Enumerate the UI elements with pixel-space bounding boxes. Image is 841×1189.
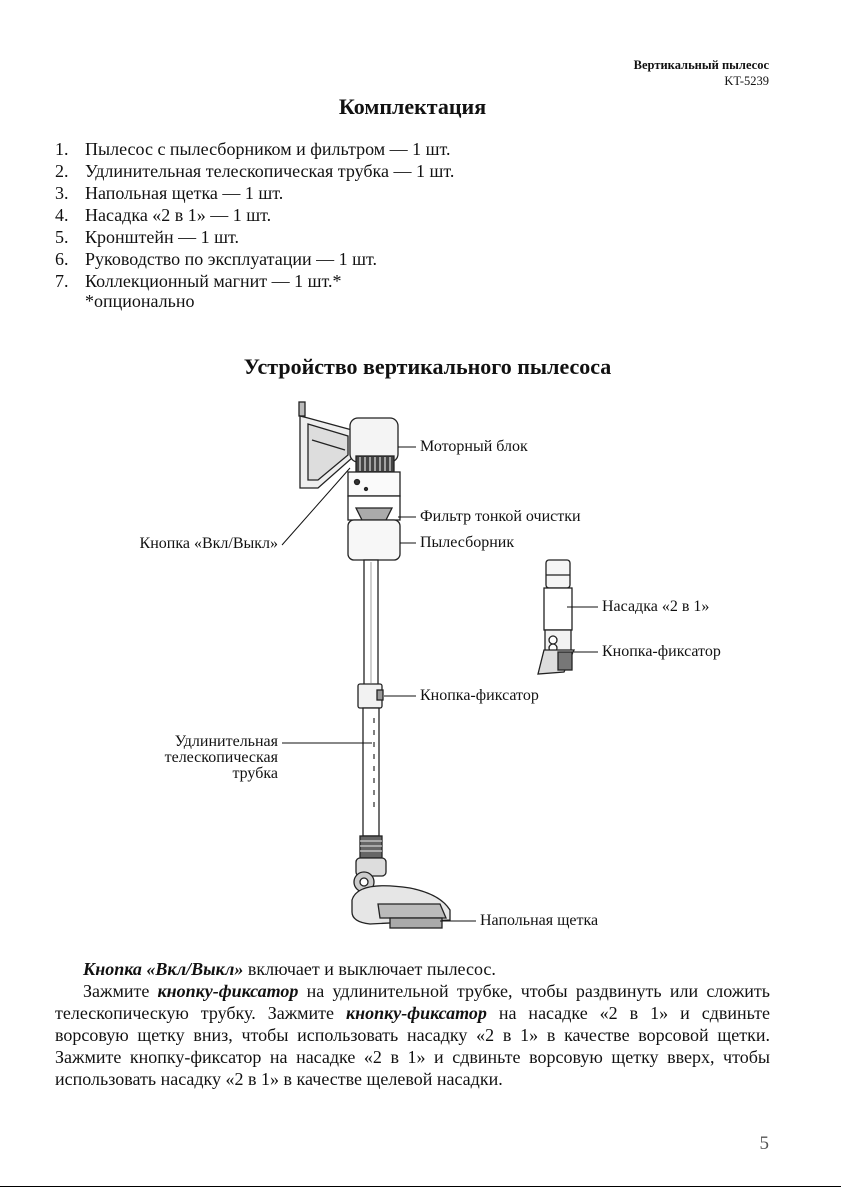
tube-lock [357,683,384,709]
nozzle-2in1 [537,559,576,675]
section-title-device: Устройство вертикального пылесоса [243,354,612,379]
list-item-number: 5. [55,227,69,247]
paragraph-locks: Зажмите кнопку-фиксатор на удлинительной… [55,980,770,1090]
floor-brush [351,835,451,929]
contents-list: 1. Пылесос с пылесборником и фильтром — 1… [55,138,454,292]
label-power-button: Кнопка «Вкл/Выкл» [139,535,278,552]
list-item-text: Пылесос с пылесборником и фильтром — 1 ш… [85,139,451,159]
list-item-number: 4. [55,205,69,225]
emphasis-lock-button: кнопку-фиксатор [157,981,299,1001]
optional-note: *опционально [85,291,195,311]
list-item: 4. Насадка «2 в 1» — 1 шт. [55,204,454,226]
list-item-text: Руководство по эксплуатации — 1 шт. [85,249,377,269]
leader-lines [281,446,598,922]
label-motor-unit: Моторный блок [420,438,528,455]
emphasis-lock-button: кнопку-фиксатор [346,1003,487,1023]
label-floor-brush: Напольная щетка [480,912,599,929]
list-item: 2. Удлинительная телескопическая трубка —… [55,160,454,182]
dust-container [347,519,401,561]
page-number: 5 [759,1133,770,1154]
list-item-text: Насадка «2 в 1» — 1 шт. [85,205,272,225]
bottom-rule [0,1186,841,1187]
list-item-number: 2. [55,161,69,181]
list-item-text: Удлинительная телескопическая трубка — 1… [85,161,455,181]
list-item-number: 3. [55,183,69,203]
paragraph-text: Зажмите [83,981,158,1001]
header-model: KT-5239 [724,74,769,88]
list-item-text: Кронштейн — 1 шт. [85,227,239,247]
list-item: 7. Коллекционный магнит — 1 шт.* [55,270,454,292]
filter [347,495,401,521]
emphasis-power-button: Кнопка «Вкл/Выкл» [83,959,244,979]
telescopic-tube [362,707,380,837]
list-item-number: 6. [55,249,69,269]
paragraph-text: на насадке «2 в 1» и сдвиньте ворсовую щ… [55,1003,771,1089]
upper-tube [363,559,379,686]
label-tube-line3: трубка [232,765,278,782]
motor-unit [347,417,401,497]
label-nozzle-lock: Кнопка-фиксатор [602,643,721,660]
paragraph-power: Кнопка «Вкл/Выкл» включает и выключает п… [55,958,770,980]
list-item-number: 7. [55,271,69,291]
label-dust-container: Пылесборник [420,534,515,551]
label-tube-line1: Удлинительная [174,733,278,750]
label-nozzle: Насадка «2 в 1» [602,598,710,615]
list-item: 6. Руководство по эксплуатации — 1 шт. [55,248,454,270]
label-tube-line2: телескопическая [164,749,278,766]
list-item: 5. Кронштейн — 1 шт. [55,226,454,248]
list-item: 3. Напольная щетка — 1 шт. [55,182,454,204]
paragraph-text: на удлинительной трубке, чтобы раздвинут… [55,981,770,1023]
list-item-text: Коллекционный магнит — 1 шт.* [85,271,342,291]
paragraph-text: включает и выключает пылесос. [243,959,496,979]
label-tube-lock: Кнопка-фиксатор [420,687,539,704]
label-filter: Фильтр тонкой очистки [420,508,581,525]
list-item-number: 1. [55,139,69,159]
list-item: 1. Пылесос с пылесборником и фильтром — 1… [55,138,454,160]
section-title-contents: Комплектация [338,94,487,119]
list-item-text: Напольная щетка — 1 шт. [85,183,284,203]
header-title: Вертикальный пылесос [633,58,769,72]
